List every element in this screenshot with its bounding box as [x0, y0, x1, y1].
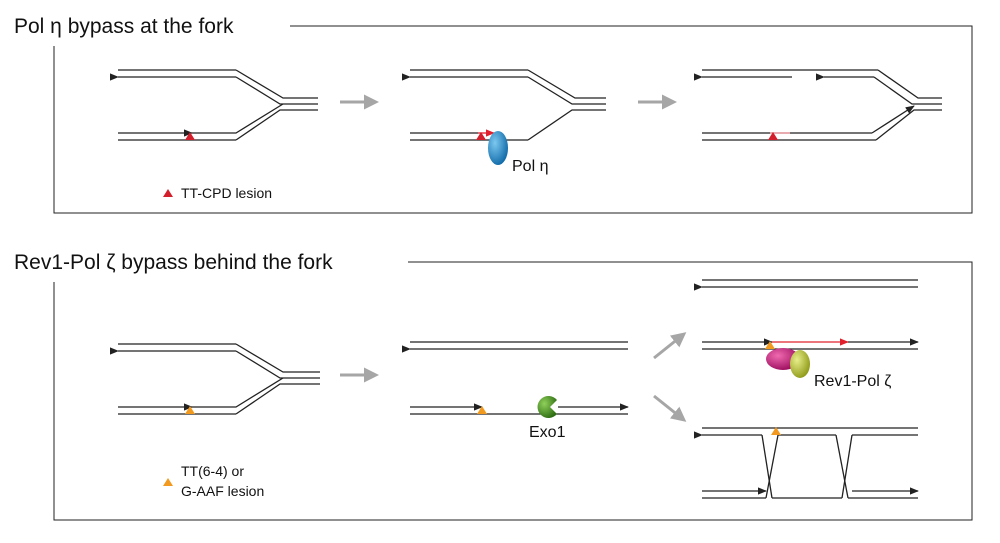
tt-cpd-lesion-marker: [476, 132, 486, 140]
panel-frame: [53, 25, 973, 214]
legend-bottom: TT(6-4) or G-AAF lesion: [163, 463, 264, 499]
legend-top: TT-CPD lesion: [163, 185, 272, 201]
legend-text-line2: G-AAF lesion: [181, 483, 264, 499]
tls-branch: Rev1-Pol ζ: [693, 279, 919, 390]
fork-step-1: [109, 69, 318, 141]
fork-step-1: [109, 343, 320, 415]
tt64-lesion-marker: [477, 406, 487, 414]
pol-zeta-enzyme: [790, 350, 810, 378]
fork-step-2: Pol η: [401, 69, 606, 175]
pol-eta-enzyme: [488, 131, 508, 165]
exo1-enzyme: [537, 395, 557, 419]
tt-cpd-lesion-marker: [185, 132, 195, 140]
panel-title: Pol η bypass at the fork: [14, 15, 234, 38]
grey-branch-arrow: [653, 394, 687, 422]
panel-title: Rev1-Pol ζ bypass behind the fork: [14, 251, 333, 274]
legend-text: TT-CPD lesion: [181, 185, 272, 201]
panel-frame: [53, 261, 973, 521]
pol-eta-label: Pol η: [512, 158, 548, 175]
rev1-pol-zeta-label: Rev1-Pol ζ: [814, 373, 891, 390]
gap-step: Exo1: [401, 341, 629, 441]
panel-pol-eta: Pol η bypass at the fork Pol: [14, 15, 973, 214]
tt64-legend-icon: [163, 478, 173, 486]
template-switch-branch: [693, 427, 919, 499]
tt64-lesion-marker: [771, 427, 781, 435]
tt-cpd-lesion-marker: [768, 132, 778, 140]
tt64-lesion-marker: [185, 406, 195, 414]
legend-text-line1: TT(6-4) or: [181, 463, 244, 479]
grey-branch-arrow: [653, 332, 687, 360]
fork-step-3: [693, 69, 942, 141]
tt-cpd-legend-icon: [163, 189, 173, 197]
tt64-lesion-marker: [765, 341, 775, 349]
panel-rev1-pol-zeta: Rev1-Pol ζ bypass behind the fork Exo1: [14, 251, 973, 521]
exo1-label: Exo1: [529, 424, 566, 441]
